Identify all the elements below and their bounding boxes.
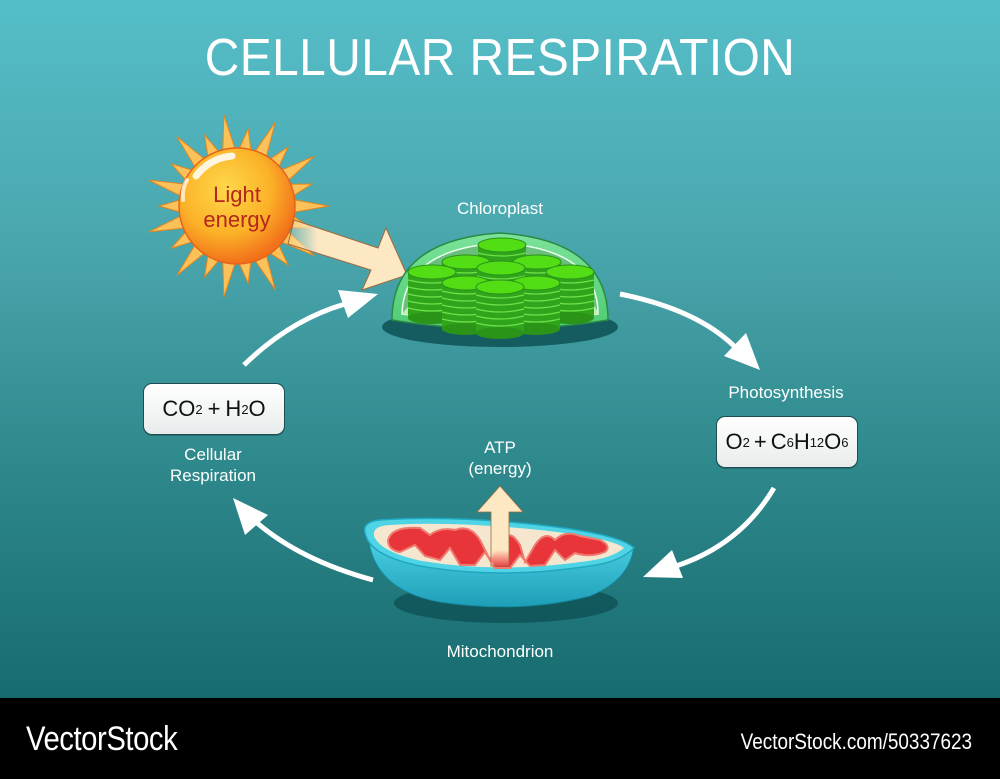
formula-sub: 2 <box>742 434 750 450</box>
stock-id: VectorStock.com/50337623 <box>740 729 972 754</box>
formula-plus: + <box>207 396 221 421</box>
formula-part: H <box>225 396 242 421</box>
footer-bar: VectorStock VectorStock.com/50337623 <box>0 698 1000 779</box>
formula-sub: 2 <box>241 401 249 417</box>
atp-energy-arrow <box>476 485 524 567</box>
cycle-arrow-to-photosynthesis <box>619 291 760 370</box>
sun-label-line1: Light <box>213 182 261 207</box>
cycle-arrow-to-mitochondrion <box>643 486 777 578</box>
formula-part: O <box>824 429 842 454</box>
mitochondrion-icon <box>363 517 636 623</box>
brand-logo: VectorStock <box>26 720 178 758</box>
atp-label-line2: (energy) <box>468 459 532 478</box>
sun-label-line2: energy <box>203 207 270 232</box>
chloroplast-icon <box>382 232 618 347</box>
light-beam-arrow <box>287 219 408 291</box>
diagram-canvas: CELLULAR RESPIRATION <box>0 0 1000 698</box>
page-title: CELLULAR RESPIRATION <box>204 29 796 87</box>
cycle-arrow-to-chloroplast <box>242 290 378 367</box>
formula-sub: 6 <box>841 434 849 450</box>
formula-part: C <box>770 429 787 454</box>
cellular-respiration-label-line2: Respiration <box>170 466 256 485</box>
formula-sub: 2 <box>195 401 203 417</box>
formula-part: O <box>725 429 743 454</box>
cellular-respiration-label: Cellular Respiration <box>113 444 313 486</box>
diagram-graphics: Light energy <box>148 114 777 623</box>
sun-ray <box>222 114 237 154</box>
atp-label: ATP (energy) <box>420 437 580 479</box>
formula-part: O <box>248 396 266 421</box>
formula-part: H <box>793 429 810 454</box>
cellular-respiration-label-line1: Cellular <box>184 445 242 464</box>
sun-ray <box>291 198 330 214</box>
formula-sub: 12 <box>809 434 825 450</box>
formula-plus: + <box>753 429 767 454</box>
cycle-arrow-to-cellular-respiration <box>233 498 374 583</box>
mitochondrion-label: Mitochondrion <box>446 642 554 661</box>
atp-label-line1: ATP <box>484 438 516 457</box>
chloroplast-label: Chloroplast <box>457 199 543 218</box>
photosynthesis-label: Photosynthesis <box>728 383 844 402</box>
formula-part: CO <box>162 396 196 421</box>
sun-ray <box>222 258 237 298</box>
formula-sub: 6 <box>786 434 794 450</box>
